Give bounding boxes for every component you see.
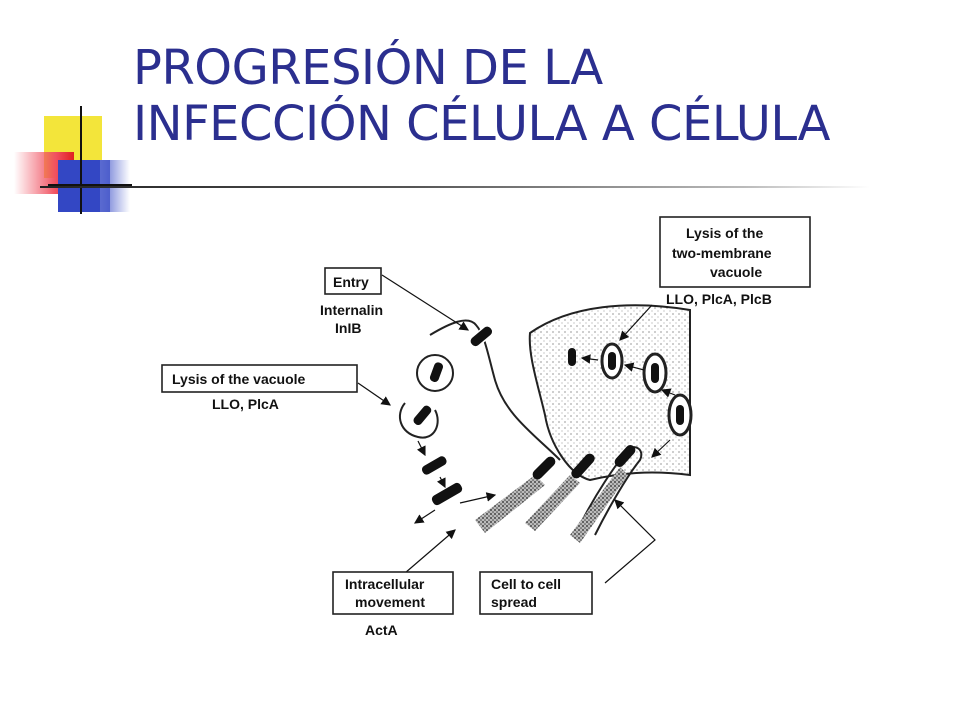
- entry-box: [324, 267, 382, 295]
- arrow-dv-2: [660, 388, 676, 398]
- title-line-2: INFECCIÓN CÉLULA A CÉLULA: [133, 96, 831, 152]
- host-cell-membrane-left: [429, 319, 561, 461]
- arrow-step-1: [416, 440, 426, 457]
- arrow-intracellular: [404, 529, 456, 574]
- inlb-label: InIB: [335, 320, 361, 336]
- decor-vertical-line: [80, 106, 82, 214]
- spread-label-2: spread: [491, 594, 537, 610]
- actin-tail-1: [475, 475, 545, 533]
- two-membrane-box: [659, 216, 811, 288]
- actin-tail-3: [570, 467, 628, 543]
- spread-box: [479, 571, 593, 615]
- two-membrane-label-1: Lysis of the: [686, 225, 763, 241]
- two-membrane-label-3: vacuole: [710, 264, 762, 280]
- two-membrane-label-2: two-membrane: [672, 245, 772, 261]
- bacterium-actin-2: [571, 453, 595, 479]
- intracellular-box: [332, 571, 454, 615]
- spread-label-1: Cell to cell: [491, 576, 561, 592]
- bacterium-free-2: [430, 481, 464, 507]
- slide-title: PROGRESIÓN DE LA INFECCIÓN CÉLULA A CÉLU…: [133, 40, 943, 152]
- arrow-lysis: [357, 382, 391, 406]
- lysis-vacuole-box: [161, 364, 358, 393]
- protrusion: [579, 446, 643, 536]
- actin-tail-2: [525, 475, 580, 531]
- arrow-release: [580, 354, 599, 364]
- bacterium-dv-1: [608, 352, 616, 370]
- bacterium-vacuole-1: [429, 362, 443, 382]
- bacterium-free-1: [420, 454, 449, 477]
- arrow-step-3: [413, 509, 436, 524]
- title-line-1: PROGRESIÓN DE LA: [133, 40, 603, 96]
- arrow-two-membrane: [619, 304, 653, 341]
- bacterium-actin-1: [532, 456, 556, 480]
- arrow-step-2: [436, 476, 446, 489]
- arrow-dv-1: [623, 362, 645, 372]
- bacterium-released: [568, 348, 576, 366]
- entry-label: Entry: [333, 274, 369, 290]
- bacterium-dv-3: [676, 405, 684, 425]
- lysis-vacuole-sub: LLO, PlcA: [212, 396, 279, 412]
- bacterium-vacuole-2: [413, 405, 432, 426]
- arrow-spread: [604, 499, 656, 584]
- intracellular-label-1: Intracellular: [345, 576, 425, 592]
- arrow-step-4: [459, 492, 497, 504]
- two-membrane-sub: LLO, PlcA, PlcB: [666, 291, 772, 307]
- acta-label: ActA: [365, 622, 398, 638]
- arrow-entry: [381, 274, 470, 331]
- internalin-label: Internalin: [320, 302, 383, 318]
- intracellular-label-2: movement: [355, 594, 425, 610]
- bacterium-protrusion: [614, 445, 636, 467]
- title-rule: [40, 186, 870, 188]
- bacterium-dv-2: [651, 363, 659, 383]
- vacuole-lysing: [398, 402, 439, 439]
- infection-diagram: Entry Internalin InIB Lysis of the vacuo…: [161, 216, 811, 638]
- decor-horizontal-line: [48, 184, 132, 186]
- bacterium-entry: [469, 325, 494, 348]
- arrow-dv-3: [651, 439, 671, 458]
- lysis-vacuole-label: Lysis of the vacuole: [172, 371, 306, 387]
